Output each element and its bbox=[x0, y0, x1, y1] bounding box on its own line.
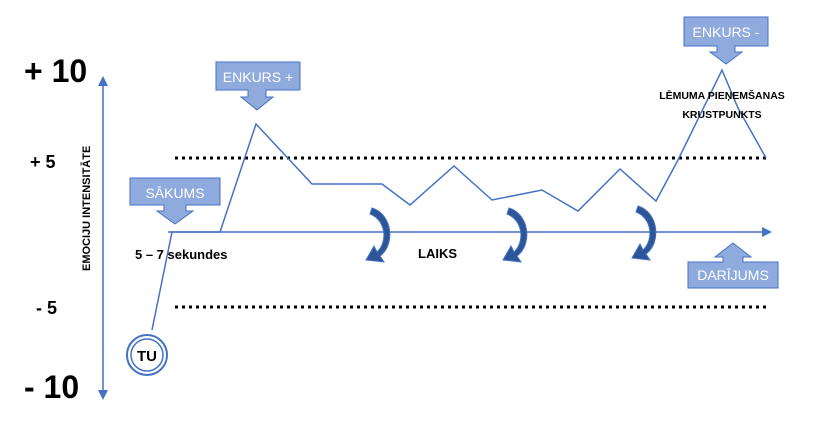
callout-deal-label: DARĪJUMS bbox=[697, 267, 769, 283]
y-label-plus-five: + 5 bbox=[30, 152, 56, 172]
callout-start-label: SĀKUMS bbox=[145, 185, 204, 201]
callout-deal: DARĪJUMS bbox=[687, 242, 779, 289]
callout-anchor-minus-label: ENKURS - bbox=[693, 24, 760, 40]
start-node: TU bbox=[126, 334, 168, 376]
emotion-curve bbox=[151, 68, 767, 331]
y-label-minus-ten: - 10 bbox=[24, 369, 79, 405]
decision-label-line1: LĒMUMA PIEŅEMŠANAS bbox=[659, 89, 785, 102]
duration-label: 5 – 7 sekundes bbox=[135, 247, 228, 262]
loop-arrow-3-icon bbox=[631, 205, 657, 261]
y-axis-title: EMOCIJU INTENSITĀTE bbox=[81, 146, 93, 271]
y-label-plus-ten: + 10 bbox=[24, 53, 87, 89]
callout-anchor-plus-label: ENKURS + bbox=[223, 69, 293, 85]
loop-arrow-1-icon bbox=[365, 207, 391, 263]
callout-start: SĀKUMS bbox=[129, 177, 221, 225]
decision-label-line2: KRUSTPUNKTS bbox=[682, 109, 761, 121]
loop-arrow-2-icon bbox=[502, 207, 528, 263]
start-node-label: TU bbox=[137, 348, 157, 365]
callout-anchor-minus: ENKURS - bbox=[683, 16, 769, 65]
time-axis-label: LAIKS bbox=[418, 246, 457, 261]
y-label-minus-five: - 5 bbox=[36, 298, 57, 318]
callout-anchor-plus: ENKURS + bbox=[215, 61, 301, 111]
